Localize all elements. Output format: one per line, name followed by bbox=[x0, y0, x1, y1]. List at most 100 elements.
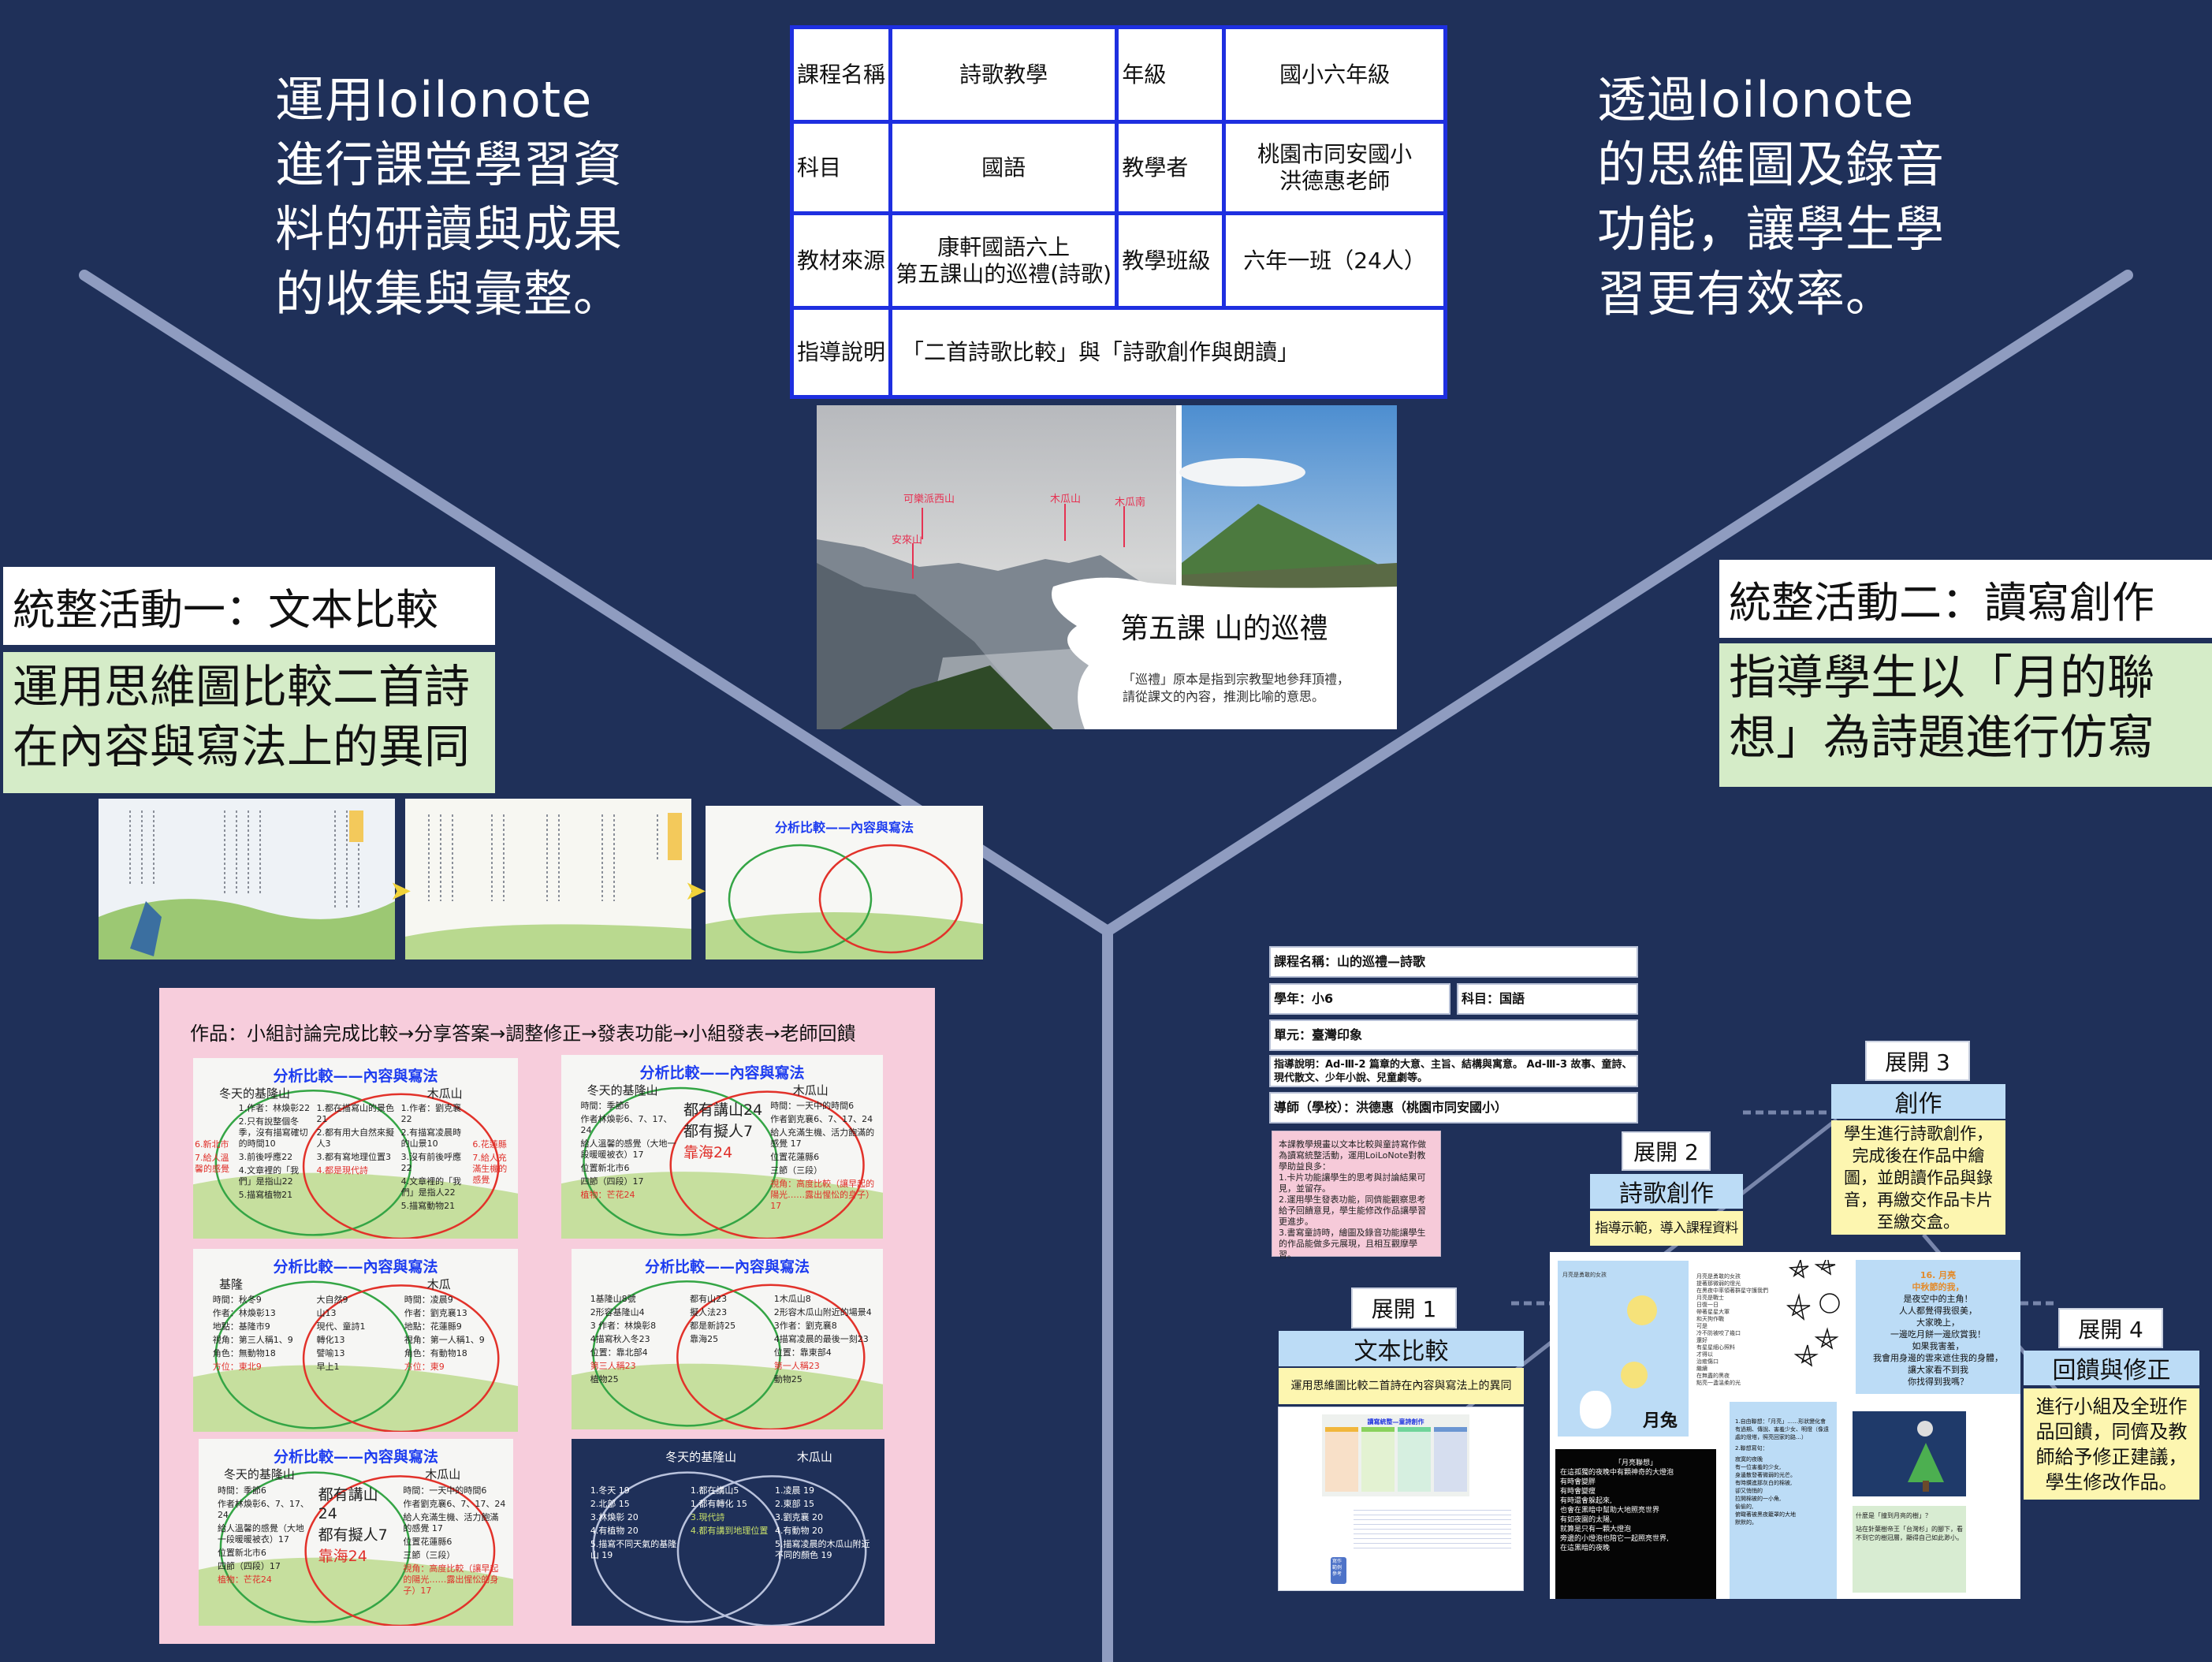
venn-right-name: 木瓜山 bbox=[426, 1086, 463, 1101]
moon-poem-card[interactable]: 16. 月亮中秋節的我，是夜空中的主角！人人都覺得我很美，大家晚上，一邊吃月餅一… bbox=[1856, 1260, 2020, 1394]
card-line: 在這孤獨的夜晚中有顆神奇的大燈泡 bbox=[1560, 1469, 1674, 1477]
venn-title: 分析比較——內容與寫法 bbox=[774, 820, 914, 835]
venn-item: 5.描寫不同天氣的基隆山 19 bbox=[590, 1539, 677, 1561]
venn-item: 轉化13 bbox=[316, 1335, 345, 1345]
card-line: 偷偷的, bbox=[1735, 1504, 1754, 1510]
card-line: 月亮是戰士 bbox=[1696, 1295, 1724, 1301]
venn-item: 時間：凌晨9 bbox=[404, 1295, 453, 1305]
stage1-preview[interactable]: 讀寫統整—童詩創作 寫作範例參考 bbox=[1278, 1407, 1524, 1591]
venn-item: 時間：一天中的時間6 bbox=[403, 1485, 487, 1496]
stage2-title: 詩歌創作 bbox=[1590, 1174, 1743, 1209]
card-line: 有時會變胖 bbox=[1560, 1478, 1596, 1486]
preview-title: 讀寫統整—童詩創作 bbox=[1367, 1418, 1424, 1425]
venn-item: 1基隆山8號 bbox=[590, 1294, 636, 1305]
venn-circle-left bbox=[219, 1471, 411, 1623]
venn-item: 時間：季節6 bbox=[217, 1485, 266, 1496]
rabbit-signature: 月兔 bbox=[1643, 1411, 1678, 1431]
card-line: 你找得到我嗎？ bbox=[1908, 1377, 1968, 1387]
venn-item: 4.都是現代詩 bbox=[316, 1165, 369, 1176]
venn-item: 時間：季節6 bbox=[580, 1101, 630, 1112]
venn-title: 分析比較——內容與寫法 bbox=[273, 1448, 438, 1466]
lesson: 第五課山的巡禮(詩歌) bbox=[896, 260, 1112, 287]
venn-item: 植物25 bbox=[590, 1374, 619, 1385]
poem-page-thumbnail[interactable] bbox=[99, 799, 395, 960]
table-key: 教學者 bbox=[1115, 120, 1227, 215]
table-value: 「二首詩歌比較」與「詩歌創作與朗讀」 bbox=[888, 306, 1448, 399]
moon-icon bbox=[1627, 1295, 1657, 1325]
venn-item: 4描寫秋入冬23 bbox=[590, 1334, 650, 1345]
venn-item: 作者：劉克襄13 bbox=[404, 1308, 467, 1318]
venn-circle-left bbox=[592, 1471, 783, 1623]
card-line: 人人都覺得我很美， bbox=[1899, 1306, 1977, 1316]
venn-circle-left bbox=[214, 1280, 412, 1429]
mountain-photo bbox=[817, 405, 1397, 729]
table-value: 國語 bbox=[888, 120, 1119, 215]
venn-item: 都有講山24 bbox=[318, 1486, 378, 1523]
card-line: 大家晚上， bbox=[1916, 1317, 1960, 1328]
textbook: 康軒國語六上 bbox=[937, 233, 1071, 260]
card-line: 有一位害羞的少女, bbox=[1735, 1464, 1782, 1470]
card-line: 旁邊的小燈泡也陪它一起照亮世界, bbox=[1560, 1535, 1669, 1543]
arrow-icon: ➤ bbox=[389, 875, 412, 907]
association-notes-card[interactable]: 1.自由聯想：「月亮」……形狀變化會有過期、傳說、害羞少女、明燈（像遠處的燈塔，… bbox=[1730, 1402, 1837, 1599]
stage2-label: 展開 2 bbox=[1622, 1131, 1711, 1171]
venn-item: 植物：芒花24 bbox=[580, 1190, 635, 1201]
venn-item: 5.描寫凌晨的木瓜山附近不同的顏色 19 bbox=[775, 1539, 870, 1561]
poem-page-thumbnail[interactable] bbox=[405, 799, 691, 960]
venn-item: 都有講山24 bbox=[683, 1101, 763, 1120]
venn-item: 1.都在講山5 bbox=[690, 1485, 739, 1496]
venn-item: 作者劉克襄6、7、17、24 bbox=[770, 1114, 873, 1125]
venn-right-name: 木瓜山 bbox=[796, 1450, 832, 1464]
peak-label: 木瓜南 bbox=[1115, 497, 1146, 509]
card-line: 提著那微弱的燈光 bbox=[1696, 1280, 1741, 1287]
tree-question-card[interactable]: 什麼是「撞到月亮的樹」？ 站在針葉樹帝王「台灣杉」的腳下，看不到它的樹冠層，顯得… bbox=[1853, 1506, 1966, 1593]
venn-item: 3.前後呼應22 bbox=[238, 1152, 293, 1163]
venn-item: 1.冬天 19 bbox=[590, 1485, 630, 1496]
heading-line: 的收集與彙整。 bbox=[275, 265, 624, 322]
card-line: 有如夜園的太陽, bbox=[1560, 1516, 1612, 1524]
card-line: 也會在黑暗中幫助大地照亮世界 bbox=[1560, 1507, 1660, 1515]
venn-item: 4描寫凌晨的最後一刻23 bbox=[773, 1334, 869, 1345]
note-line: 1.卡片功能讓學生的思考與討論結果可見，並留存。 bbox=[1279, 1172, 1426, 1194]
moon-association-card[interactable]: 「月亮聯想」在這孤獨的夜晚中有顆神奇的大燈泡有時會變胖有時會變瘦有時還會躲起來,… bbox=[1555, 1449, 1716, 1599]
venn-item: 1.都有轉化 15 bbox=[690, 1499, 747, 1510]
venn-item: 2.東部 15 bbox=[775, 1499, 815, 1510]
stage1-label: 展開 1 bbox=[1351, 1287, 1457, 1328]
example-tag: 寫作範例參考 bbox=[1331, 1557, 1346, 1584]
venn-item: 動物25 bbox=[773, 1374, 803, 1385]
venn-right-name: 木瓜 bbox=[426, 1277, 451, 1291]
venn-item: 3.都有寫地理位置3 bbox=[316, 1152, 392, 1163]
rabbit-poem-card[interactable]: 月亮是勇敢的女孩 月兔 bbox=[1558, 1261, 1689, 1437]
venn-template-thumbnail[interactable]: 分析比較——內容與寫法 bbox=[706, 806, 983, 960]
venn-item: 2形容木瓜山附近的場景4 bbox=[773, 1307, 872, 1318]
venn-left-name: 基隆 bbox=[218, 1277, 243, 1291]
card-line: 還好 bbox=[1696, 1337, 1707, 1343]
card-line: 在無盡的黑夜 bbox=[1696, 1373, 1730, 1379]
stage4-title: 回饋與修正 bbox=[2024, 1351, 2199, 1385]
works-caption: 作品：小組討論完成比較→分享答案→調整修正→發表功能→小組發表→老師回饋 bbox=[190, 1023, 856, 1045]
venn-item: 地點：花蓮縣9 bbox=[404, 1321, 462, 1332]
card-line: 日復一日 bbox=[1696, 1302, 1719, 1308]
note-line: 本課教學規畫以文本比較與童詩寫作做為讀寫統整活動，運用LoiLoNote對教學助… bbox=[1279, 1139, 1426, 1172]
venn-left-name: 冬天的基隆山 bbox=[665, 1450, 737, 1464]
venn-item: 位置：靠東部4 bbox=[773, 1347, 832, 1358]
venn-item: 5.描寫動物21 bbox=[400, 1201, 456, 1212]
card-line: 俯瞰著被黑夜籠罩的大地 bbox=[1735, 1511, 1796, 1518]
table-value: 六年一班（24人） bbox=[1222, 211, 1447, 310]
card-line: 月亮是勇敢的女孩 bbox=[1562, 1272, 1607, 1278]
moon-tree-card[interactable] bbox=[1853, 1411, 1966, 1496]
venn-item: 7.給人溫馨的感覺 bbox=[195, 1153, 229, 1175]
venn-item: 2.都有用大自然來擬人3 bbox=[316, 1127, 395, 1150]
